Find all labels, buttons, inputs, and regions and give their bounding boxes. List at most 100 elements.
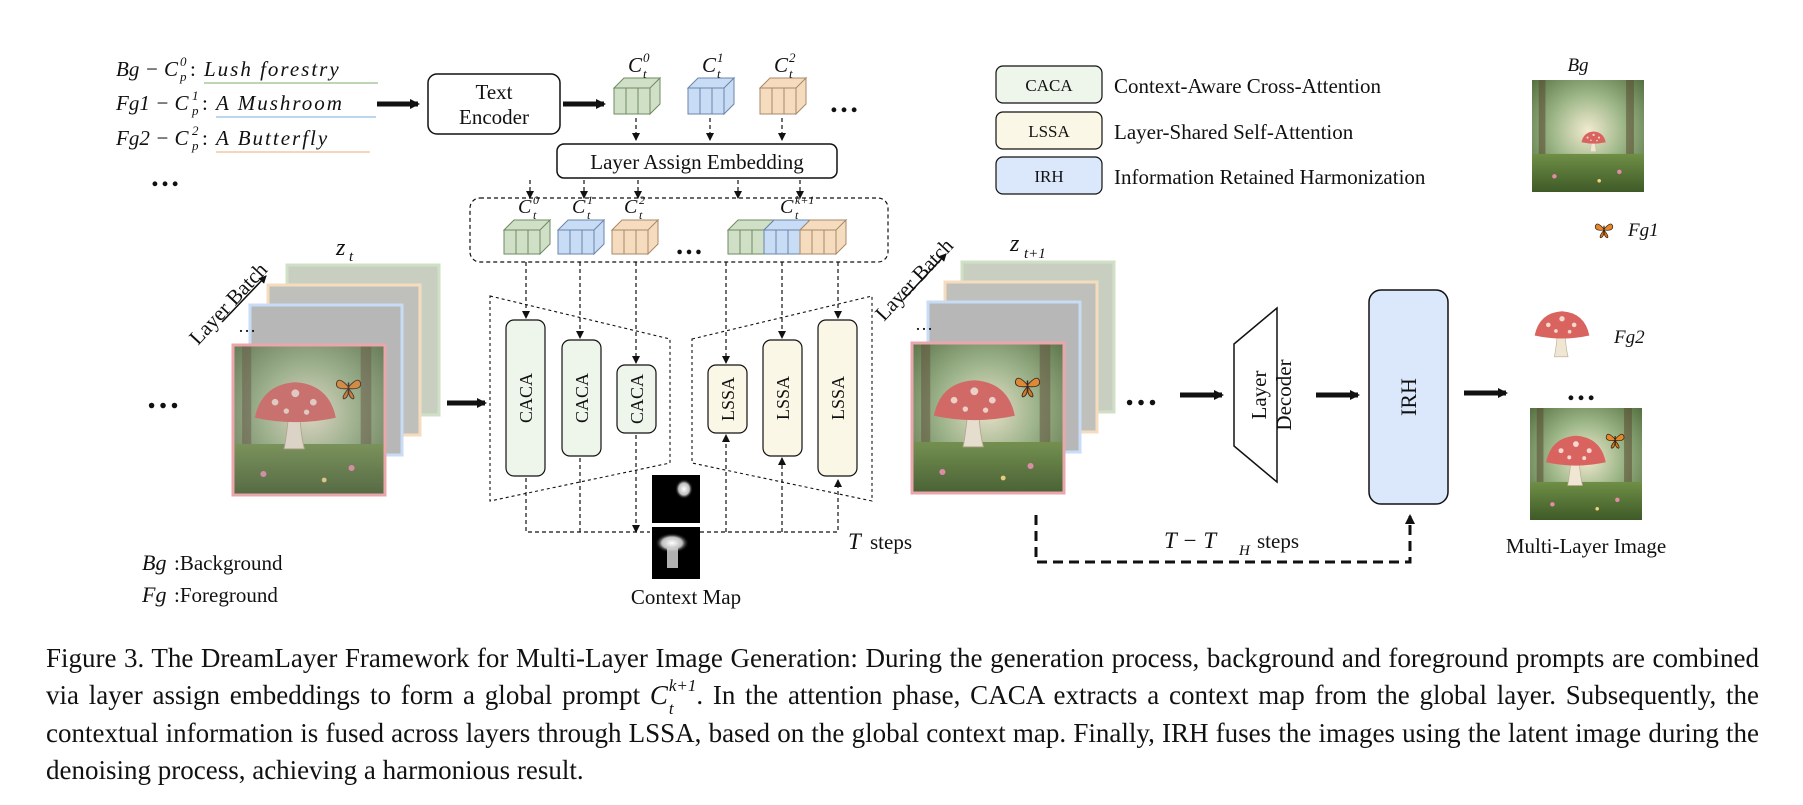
layer-assign-embedding-label: Layer Assign Embedding [590,150,804,174]
output-fg2-image [1535,311,1590,357]
multi-layer-image-label: Multi-Layer Image [1506,534,1666,558]
prompt-bg-prefix: Bg − C [116,57,179,81]
combined-token-blue [556,218,606,256]
token-to-assign-arrows [632,118,786,141]
latent-stack-zt1: … [910,260,1116,495]
legend-caca-abbr: CACA [1025,76,1073,95]
legend-irh-desc: Information Retained Harmonization [1114,165,1426,189]
svg-text:t: t [717,66,721,81]
zt-label: z t [335,235,354,265]
key-foreground: Fg :Foreground [141,582,278,607]
svg-text:C: C [518,196,532,218]
svg-text:CACA: CACA [572,373,592,423]
svg-text:z: z [1009,231,1020,257]
svg-text:C: C [628,53,643,77]
legend-caca: CACA Context-Aware Cross-Attention [995,65,1381,104]
svg-text:Bg: Bg [142,550,166,575]
output-ellipsis: … [1566,374,1596,407]
svg-text:t: t [533,208,537,222]
feedback-arrow [1034,514,1415,564]
lssa-trapezoid [691,295,873,502]
svg-text:t: t [349,249,354,265]
svg-text::Background: :Background [174,551,283,575]
svg-text:H: H [1238,543,1251,559]
svg-text:t: t [643,66,647,81]
prompt-fg2-text: A Butterfly [214,126,329,150]
embedding-token-blue [686,76,736,116]
ct2-label-top: C t 2 [774,50,796,81]
svg-text:C: C [624,196,638,218]
embedding-token-peach [758,76,808,116]
prompt-fg1-sup: 1 [192,88,199,103]
svg-text:0: 0 [533,193,539,207]
svg-text:LSSA: LSSA [773,376,793,420]
left-ellipsis: … [146,379,180,416]
t-steps-label: T steps [848,529,912,554]
svg-text:t: t [789,66,793,81]
zt-stack-dots: … [238,316,256,336]
caption-math-base: C [649,680,668,710]
svg-text:C: C [780,196,794,218]
output-fg1-image [1595,224,1613,238]
legend-irh-abbr: IRH [1034,167,1063,186]
output-fg1-label: Fg1 [1627,220,1659,241]
prompt-bg-sup: 0 [180,54,187,69]
svg-text:t: t [639,208,643,222]
text-encoder-line1: Text [475,80,512,104]
output-bg-image [1532,80,1644,192]
legend-caca-desc: Context-Aware Cross-Attention [1114,74,1381,98]
svg-text:C: C [702,53,717,77]
context-map-butterfly [652,475,700,523]
zt-layer-composite [233,345,385,495]
prompt-fg1-text: A Mushroom [214,91,344,115]
zt1-label: z t+1 [1009,231,1046,262]
caca-block-3: CACA [616,364,657,434]
svg-text::: : [202,126,208,150]
context-map: Context Map [631,475,741,609]
ct1-label-mid: C t 1 [572,193,593,222]
layer-decoder-line1: Layer [1247,371,1271,420]
svg-text:T − T: T − T [1164,528,1218,553]
caca-block-2: CACA [561,339,602,457]
dreamlayer-framework-diagram: Bg − C 0 p : Lush forestry Fg1 − C 1 p :… [115,50,1666,609]
layer-assign-embedding: Layer Assign Embedding [556,143,838,179]
svg-text:t: t [587,208,591,222]
svg-text:2: 2 [639,193,645,207]
output-composite-image [1530,408,1642,520]
prompt-list: Bg − C 0 p : Lush forestry Fg1 − C 1 p :… [115,54,378,193]
tokens-to-blocks-arrows [522,262,842,364]
prompt-fg1-sub: p [191,103,199,118]
irh-label: IRH [1396,378,1421,416]
embedding-ellipsis: … [829,86,859,119]
svg-text:CACA: CACA [516,373,536,423]
prompt-bg-sub: p [179,69,187,84]
layer-decoder: Layer Decoder [1233,306,1296,484]
svg-text:C: C [774,53,789,77]
svg-text:steps: steps [870,530,912,554]
svg-text:k+1: k+1 [795,193,814,207]
global-prompt-container [469,197,889,263]
context-map-label: Context Map [631,585,741,609]
prompt-bg: Bg − C 0 p : Lush forestry [116,54,378,84]
layer-decoder-line2: Decoder [1272,359,1296,430]
svg-text:LSSA: LSSA [828,376,848,420]
output-bg-label: Bg [1567,55,1588,76]
text-encoder: Text Encoder [427,73,561,135]
text-encoder-box [427,73,561,135]
svg-text:C: C [572,196,586,218]
svg-text:LSSA: LSSA [718,377,738,421]
prompt-fg2-sub: p [191,138,199,153]
svg-text::: : [190,57,196,81]
caca-block-1: CACA [505,319,546,477]
prompt-fg1-prefix: Fg1 − C [115,91,189,115]
caption-part1: Figure 3. The DreamLayer Framework for M… [46,643,1759,710]
caption-part2: . In the attention phase, CACA extracts … [46,680,1759,785]
output-fg2-label: Fg2 [1613,327,1645,348]
zt1-layer-composite [912,343,1064,493]
combined-ellipsis: … [675,230,703,261]
context-map-flow [525,434,842,533]
legend-lssa-desc: Layer-Shared Self-Attention [1114,120,1354,144]
combined-token-green [502,218,552,256]
mid-ellipsis: … [1124,376,1158,413]
assign-to-combined-arrows [526,180,804,199]
